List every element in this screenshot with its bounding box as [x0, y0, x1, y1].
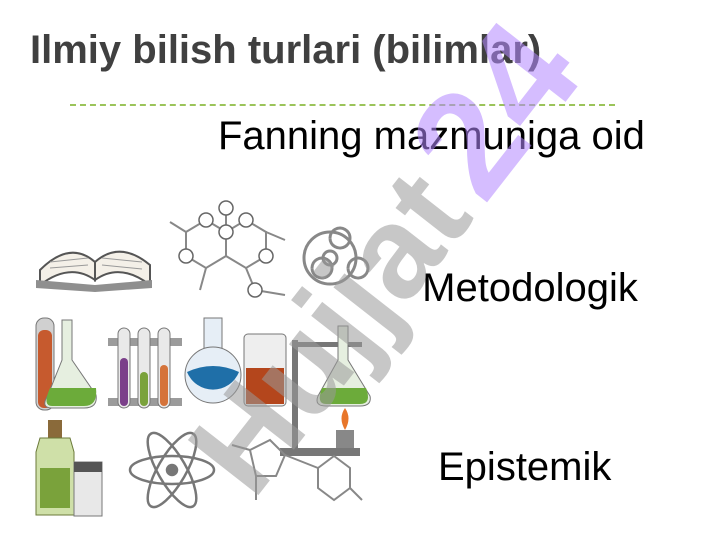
open-book-icon	[36, 250, 152, 292]
molecule-icon	[169, 200, 286, 298]
item-content-knowledge: Fanning mazmuniga oid	[218, 114, 645, 158]
test-tube-rack-icon	[35, 317, 182, 411]
bottles-icon	[35, 420, 103, 517]
lab-stand-icon	[280, 325, 371, 456]
ring-molecule-icon	[231, 438, 363, 502]
round-flask-icon	[184, 317, 242, 404]
slide-title: Ilmiy bilish turlari (bilimlar)	[30, 28, 542, 72]
item-methodological: Metodologik	[422, 266, 638, 310]
title-divider	[70, 104, 615, 106]
item-epistemic: Epistemik	[438, 445, 612, 489]
atom-icon	[128, 431, 216, 509]
beaker-icon	[243, 333, 287, 407]
biohazard-icon	[302, 226, 370, 286]
